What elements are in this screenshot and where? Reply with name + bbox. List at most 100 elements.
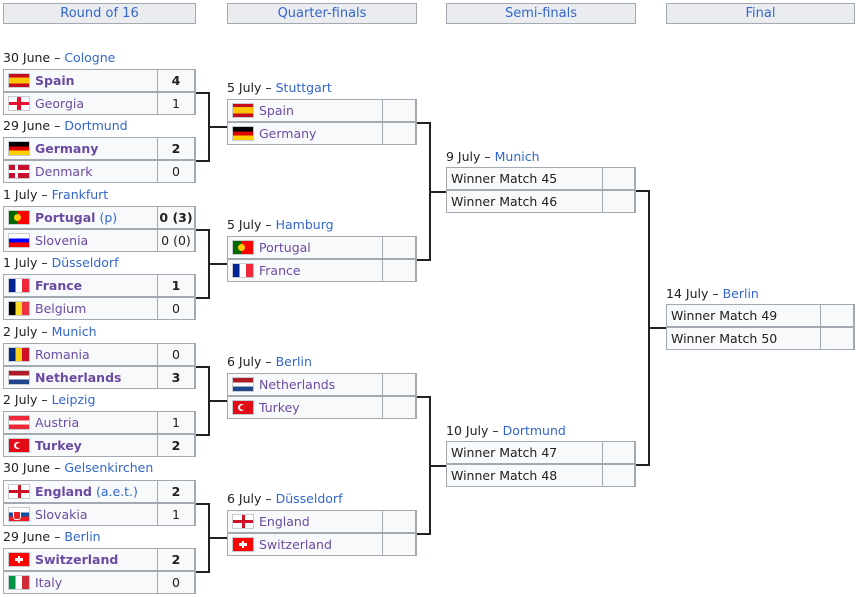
austria-flag-icon — [8, 415, 30, 430]
team-cell: Slovakia — [4, 504, 87, 525]
team-name-germany[interactable]: Germany — [259, 126, 317, 141]
venue-link-stuttgart[interactable]: Stuttgart — [275, 80, 332, 95]
quarter-finals-header[interactable]: Quarter-finals — [227, 3, 417, 24]
team-name-portugal[interactable]: Portugal — [259, 240, 311, 255]
team-cell: Italy — [4, 572, 62, 593]
team-name-italy[interactable]: Italy — [35, 575, 63, 590]
team-name-winner-match-46: Winner Match 46 — [451, 194, 558, 209]
match-date: 2 July — [3, 392, 38, 407]
team-name-switzerland[interactable]: Switzerland — [35, 552, 119, 567]
final-team-row: Winner Match 49 — [666, 304, 855, 327]
team-cell: Turkey — [4, 435, 82, 456]
connector-line — [636, 464, 648, 466]
qf-team-row: Portugal — [227, 236, 417, 259]
final-header[interactable]: Final — [666, 3, 855, 24]
score-cell — [382, 373, 416, 396]
score-cell — [820, 327, 854, 350]
round-of-16-header[interactable]: Round of 16 — [3, 3, 196, 24]
team-name-belgium[interactable]: Belgium — [35, 301, 87, 316]
france-flag-icon — [8, 278, 30, 293]
team-name-netherlands[interactable]: Netherlands — [259, 377, 336, 392]
team-cell: Switzerland — [228, 534, 332, 555]
team-name-netherlands[interactable]: Netherlands — [35, 370, 122, 385]
team-cell: Winner Match 50 — [667, 328, 777, 349]
switzerland-flag-icon — [8, 552, 30, 567]
venue-link-d-sseldorf[interactable]: Düsseldorf — [51, 255, 119, 270]
match-date: 2 July — [3, 324, 38, 339]
score-cell: 0 — [157, 571, 195, 594]
match-date: 6 July — [227, 354, 262, 369]
qf-team-row: England — [227, 510, 417, 533]
team-name-romania[interactable]: Romania — [35, 347, 90, 362]
match-date: 5 July — [227, 80, 262, 95]
team-cell: France — [4, 275, 82, 296]
team-name-spain[interactable]: Spain — [35, 73, 75, 88]
venue-link-d-sseldorf[interactable]: Düsseldorf — [275, 491, 343, 506]
team-cell: Winner Match 47 — [447, 442, 557, 463]
team-name-portugal[interactable]: Portugal — [35, 210, 96, 225]
team-name-slovakia[interactable]: Slovakia — [35, 507, 88, 522]
venue-link-hamburg[interactable]: Hamburg — [275, 217, 334, 232]
germany-flag-icon — [232, 126, 254, 141]
connector-line — [417, 122, 429, 124]
venue-link-munich[interactable]: Munich — [51, 324, 97, 339]
team-name-spain[interactable]: Spain — [259, 103, 294, 118]
qf-team-row: Switzerland — [227, 533, 417, 556]
team-cell: Portugal (p) — [4, 207, 117, 228]
venue-link-cologne[interactable]: Cologne — [64, 50, 116, 65]
team-name-france[interactable]: France — [259, 263, 301, 278]
team-name-austria[interactable]: Austria — [35, 415, 80, 430]
r16-match-3-header: 1 July – Frankfurt — [3, 187, 109, 202]
qf-team-row: Turkey — [227, 396, 417, 419]
venue-link-frankfurt[interactable]: Frankfurt — [51, 187, 109, 202]
georgia-flag-icon — [8, 96, 30, 111]
venue-link-dortmund[interactable]: Dortmund — [502, 423, 566, 438]
team-cell: France — [228, 260, 301, 281]
venue-link-munich[interactable]: Munich — [494, 149, 540, 164]
team-name-germany[interactable]: Germany — [35, 141, 99, 156]
team-name-georgia[interactable]: Georgia — [35, 96, 85, 111]
team-cell: Winner Match 48 — [447, 465, 557, 486]
result-note[interactable]: (a.e.t.) — [95, 484, 138, 499]
team-name-turkey[interactable]: Turkey — [35, 438, 82, 453]
score-cell: 2 — [157, 137, 195, 160]
team-name-winner-match-48: Winner Match 48 — [451, 468, 558, 483]
qf-team-row: Netherlands — [227, 373, 417, 396]
team-name-england[interactable]: England — [35, 484, 92, 499]
connector-line — [429, 465, 446, 467]
venue-link-leipzig[interactable]: Leipzig — [51, 392, 96, 407]
connector-line — [429, 191, 446, 193]
team-name-turkey[interactable]: Turkey — [259, 400, 300, 415]
team-cell: Georgia — [4, 93, 84, 114]
venue-link-berlin[interactable]: Berlin — [64, 529, 101, 544]
turkey-flag-icon — [8, 438, 30, 453]
venue-link-berlin[interactable]: Berlin — [275, 354, 312, 369]
r16-team-row: Portugal (p)0 (3) — [3, 206, 196, 229]
team-name-denmark[interactable]: Denmark — [35, 164, 93, 179]
result-note[interactable]: (p) — [99, 210, 118, 225]
sf-team-row: Winner Match 48 — [446, 464, 636, 487]
venue-link-gelsenkirchen[interactable]: Gelsenkirchen — [64, 460, 154, 475]
team-name-france[interactable]: France — [35, 278, 83, 293]
team-name-england[interactable]: England — [259, 514, 310, 529]
score-cell — [602, 190, 635, 213]
semi-finals-header[interactable]: Semi-finals — [446, 3, 636, 24]
venue-link-dortmund[interactable]: Dortmund — [64, 118, 128, 133]
score-cell: 1 — [157, 411, 195, 434]
turkey-flag-icon — [232, 400, 254, 415]
team-name-switzerland[interactable]: Switzerland — [259, 537, 332, 552]
romania-flag-icon — [8, 347, 30, 362]
connector-line — [208, 126, 227, 128]
qf-team-row: Spain — [227, 99, 417, 122]
match-date: 29 June — [3, 118, 51, 133]
england-flag-icon — [8, 484, 30, 499]
team-name-slovenia[interactable]: Slovenia — [35, 233, 89, 248]
venue-link-berlin[interactable]: Berlin — [722, 286, 759, 301]
denmark-flag-icon — [8, 164, 30, 179]
